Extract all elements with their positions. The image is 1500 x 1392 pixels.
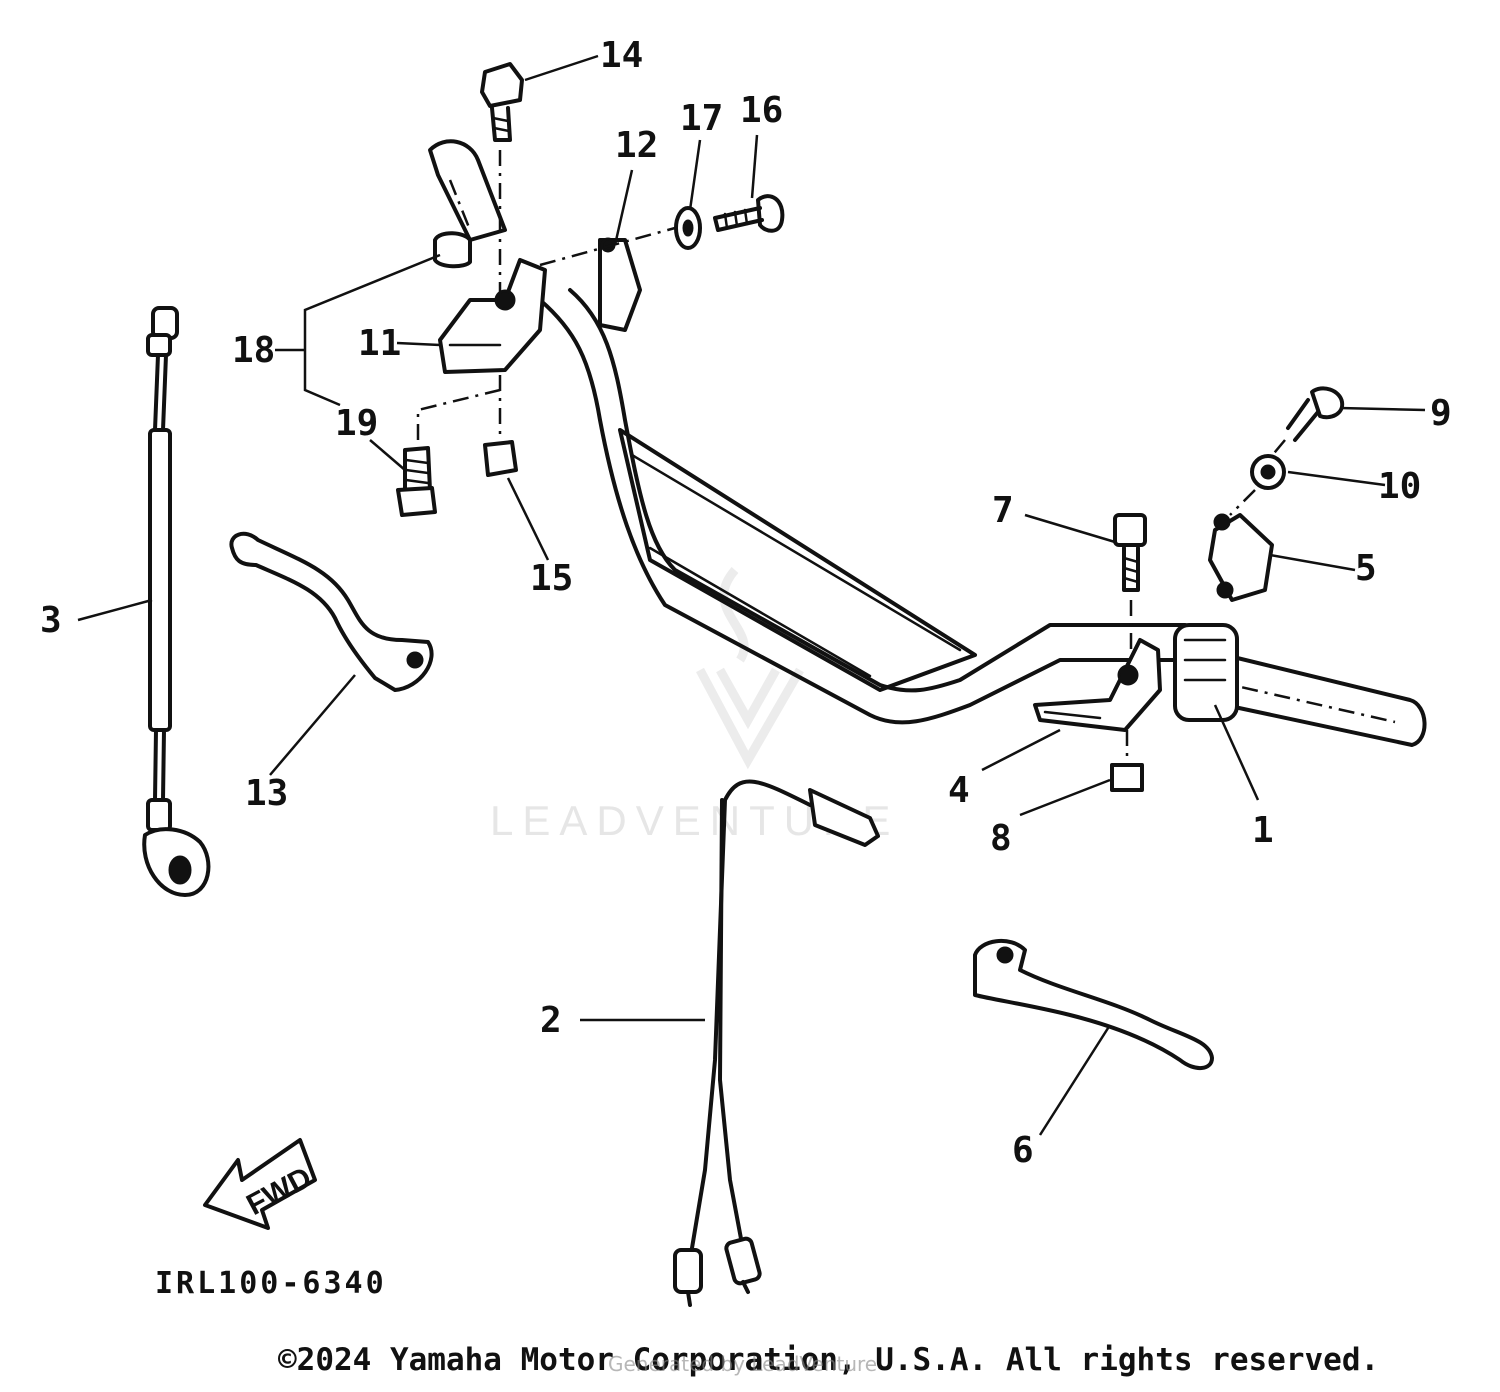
callout-10: 10 <box>1378 466 1421 507</box>
watermark-logo-icon <box>696 567 804 770</box>
callout-3: 3 <box>40 600 62 641</box>
callout-5: 5 <box>1355 548 1377 589</box>
callout-4: 4 <box>948 770 970 811</box>
callouts: 1 2 3 4 5 6 7 8 9 10 11 12 13 14 15 16 1… <box>40 35 1452 1171</box>
washer-10 <box>1229 454 1286 516</box>
callout-11: 11 <box>358 323 401 364</box>
fwd-arrow-icon: FWD <box>203 1138 317 1230</box>
left-lever-holder <box>438 258 547 374</box>
callout-1: 1 <box>1252 810 1274 851</box>
throttle-housing <box>1173 623 1239 722</box>
callout-8: 8 <box>990 818 1012 859</box>
callout-7: 7 <box>992 490 1014 531</box>
callout-18: 18 <box>232 330 275 371</box>
handlebar <box>428 139 1427 747</box>
bolt-16 <box>713 194 785 233</box>
nut-15 <box>483 375 518 477</box>
clutch-cable <box>142 306 211 897</box>
diagram-code: IRL100-6340 <box>155 1266 387 1301</box>
clutch-lever <box>229 531 434 692</box>
callout-9: 9 <box>1430 393 1452 434</box>
overlay-caption: Generated by LeadVenture <box>608 1352 878 1376</box>
copyright-notice: ©2024 Yamaha Motor Corporation, U.S.A. A… <box>278 1342 1380 1378</box>
holder-cap <box>1208 513 1274 602</box>
callout-13: 13 <box>245 773 288 814</box>
callout-12: 12 <box>615 125 658 166</box>
brake-lever <box>973 938 1214 1070</box>
nut-8 <box>1110 730 1144 792</box>
leader-lines <box>77 54 1426 1136</box>
callout-15: 15 <box>530 558 573 599</box>
callout-17: 17 <box>680 98 723 139</box>
callout-2: 2 <box>540 1000 562 1041</box>
holder-cap-12 <box>598 237 642 332</box>
clamp-screws <box>396 231 501 517</box>
screw-9 <box>1259 386 1345 471</box>
bolt-7 <box>1113 513 1147 650</box>
callout-6: 6 <box>1012 1130 1034 1171</box>
callout-14: 14 <box>600 35 643 76</box>
bolt-14 <box>480 62 524 300</box>
washer-17 <box>539 206 702 267</box>
right-lever-holder <box>1033 638 1162 732</box>
brake-switch <box>673 779 880 1307</box>
callout-19: 19 <box>335 403 378 444</box>
callout-16: 16 <box>740 90 783 131</box>
